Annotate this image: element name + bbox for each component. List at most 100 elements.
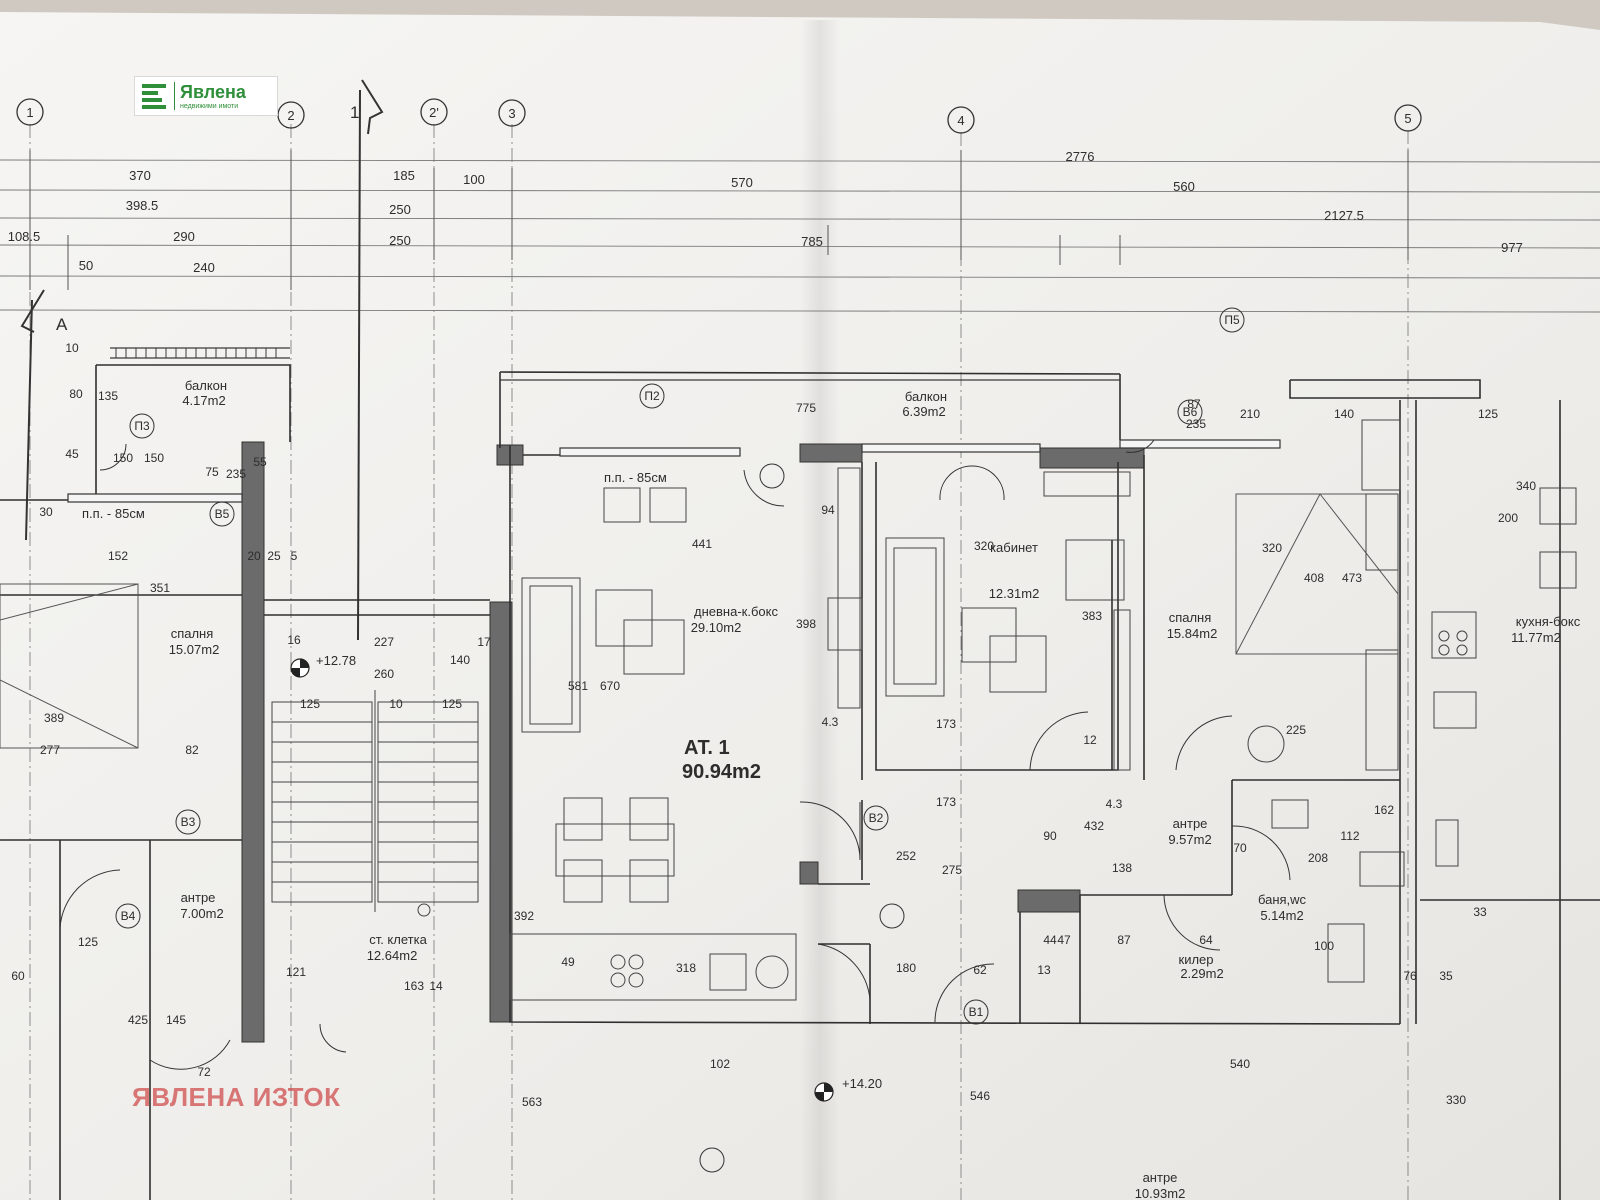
svg-text:208: 208 xyxy=(1308,851,1328,865)
svg-text:87: 87 xyxy=(1117,933,1131,947)
grid-axis-bubbles xyxy=(16,98,1422,134)
svg-text:12: 12 xyxy=(1083,733,1097,747)
dimension-lines-top xyxy=(0,159,1600,313)
svg-text:70: 70 xyxy=(1233,841,1247,855)
svg-text:473: 473 xyxy=(1342,571,1362,585)
svg-text:235: 235 xyxy=(1186,417,1206,431)
room-labels: балкон 4.17m2 балкон 6.39m2 спалня 15.07… xyxy=(169,378,1581,1200)
svg-text:227: 227 xyxy=(374,635,394,649)
room-area: 7.00m2 xyxy=(180,906,223,921)
stairwell-steps xyxy=(271,690,479,917)
svg-text:125: 125 xyxy=(78,935,98,949)
room-name: баня,wc xyxy=(1258,892,1307,907)
svg-text:13: 13 xyxy=(1037,963,1051,977)
room-area: 29.10m2 xyxy=(691,620,742,635)
room-name: спалня xyxy=(171,626,214,641)
svg-text:140: 140 xyxy=(450,653,470,667)
apartment-name: АТ. 1 xyxy=(684,737,730,759)
window-tag-label: П2 xyxy=(644,389,660,403)
room-area: 4.17m2 xyxy=(182,393,225,408)
dimension-ticks xyxy=(29,150,1409,290)
svg-text:72: 72 xyxy=(197,1065,211,1079)
room-area: 12.64m2 xyxy=(367,948,418,963)
dimension-label: 785 xyxy=(801,234,823,249)
svg-text:581: 581 xyxy=(568,679,588,693)
living-room-furniture xyxy=(509,467,863,1001)
svg-text:4.3: 4.3 xyxy=(1106,797,1123,811)
level-label: +12.78 xyxy=(316,653,356,668)
svg-text:163: 163 xyxy=(404,979,424,993)
svg-text:16: 16 xyxy=(287,633,301,647)
svg-text:162: 162 xyxy=(1374,803,1394,817)
svg-text:408: 408 xyxy=(1304,571,1324,585)
logo-subtitle: недвижими имоти xyxy=(180,102,239,110)
window-tag-label: В6 xyxy=(1183,405,1198,419)
dimension-label: 185 xyxy=(393,168,415,183)
axis-bubble-1 xyxy=(16,98,44,126)
window-tag-label: В3 xyxy=(181,815,196,829)
svg-text:546: 546 xyxy=(970,1089,990,1103)
sill-note: п.п. - 85см xyxy=(604,470,667,485)
dimension-label: 100 xyxy=(463,172,485,187)
study-furniture xyxy=(885,471,1131,771)
svg-text:121: 121 xyxy=(286,965,306,979)
svg-text:145: 145 xyxy=(166,1013,186,1027)
room-name: антре xyxy=(1143,1170,1178,1185)
svg-text:425: 425 xyxy=(128,1013,148,1027)
svg-text:100: 100 xyxy=(1314,939,1334,953)
svg-text:173: 173 xyxy=(936,795,956,809)
window-tag-label: В4 xyxy=(121,909,136,923)
svg-text:320: 320 xyxy=(1262,541,1282,555)
window-tag-label: В2 xyxy=(869,811,884,825)
dimension-label: 977 xyxy=(1501,240,1523,255)
svg-text:94: 94 xyxy=(821,503,835,517)
dimension-label: 2776 xyxy=(1066,149,1095,164)
svg-text:432: 432 xyxy=(1084,819,1104,833)
window-tags xyxy=(115,307,1245,1173)
dimension-label: 370 xyxy=(129,168,151,183)
svg-text:125: 125 xyxy=(1478,407,1498,421)
svg-text:49: 49 xyxy=(561,955,575,969)
axis-label: 2 xyxy=(287,108,294,123)
room-name: килер xyxy=(1179,952,1214,967)
logo-mark-icon xyxy=(142,84,166,109)
balcony-baluster xyxy=(115,348,277,358)
svg-text:76: 76 xyxy=(1403,969,1417,983)
svg-text:20: 20 xyxy=(247,549,261,563)
svg-text:320: 320 xyxy=(974,539,994,553)
section-marker-label: 1 xyxy=(350,103,359,122)
svg-text:125: 125 xyxy=(300,697,320,711)
bathroom-fixtures xyxy=(1247,419,1577,983)
svg-text:235: 235 xyxy=(226,467,246,481)
room-name: балкон xyxy=(185,378,227,393)
axis-bubble-2 xyxy=(277,101,305,129)
svg-text:82: 82 xyxy=(185,743,199,757)
svg-text:25: 25 xyxy=(267,549,281,563)
svg-text:441: 441 xyxy=(692,537,712,551)
axis-label: 4 xyxy=(957,113,964,128)
svg-text:150: 150 xyxy=(144,451,164,465)
svg-text:383: 383 xyxy=(1082,609,1102,623)
balcony-railings xyxy=(110,347,1120,381)
svg-text:173: 173 xyxy=(936,717,956,731)
svg-text:35: 35 xyxy=(1439,969,1453,983)
svg-text:330: 330 xyxy=(1446,1093,1466,1107)
axis-label: 2' xyxy=(429,105,439,120)
svg-text:340: 340 xyxy=(1516,479,1536,493)
svg-text:4.3: 4.3 xyxy=(822,715,839,729)
svg-text:150: 150 xyxy=(113,451,133,465)
svg-text:44: 44 xyxy=(1043,933,1057,947)
axis-label: 1 xyxy=(26,105,33,120)
section-marker-1 xyxy=(357,79,384,641)
svg-text:135: 135 xyxy=(98,389,118,403)
svg-text:392: 392 xyxy=(514,909,534,923)
svg-text:112: 112 xyxy=(1340,829,1359,843)
svg-text:30: 30 xyxy=(39,505,53,519)
svg-text:563: 563 xyxy=(522,1095,542,1109)
dimension-label: 240 xyxy=(193,260,215,275)
svg-text:10: 10 xyxy=(389,697,403,711)
room-name: антре xyxy=(181,890,216,905)
svg-text:277: 277 xyxy=(40,743,60,757)
axis-bubble-5 xyxy=(1394,104,1422,132)
